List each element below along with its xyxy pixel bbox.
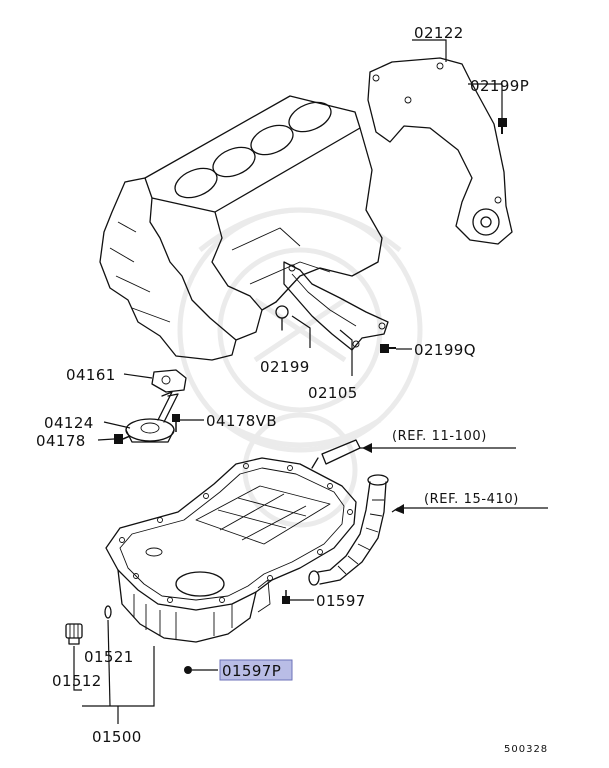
label-02122[interactable]: 02122 xyxy=(414,24,464,42)
oil-strainer xyxy=(125,391,179,443)
diagram-code: 500328 xyxy=(504,744,548,755)
bolt-02199Q xyxy=(380,344,396,353)
label-01521[interactable]: 01521 xyxy=(84,648,134,666)
label-01597[interactable]: 01597 xyxy=(316,592,366,610)
label-01512[interactable]: 01512 xyxy=(52,672,102,690)
bolt-04178 xyxy=(114,434,131,444)
leader-lines xyxy=(73,39,548,724)
label-02199Q[interactable]: 02199Q xyxy=(414,341,476,359)
bolt-01597 xyxy=(282,590,290,604)
end-plate xyxy=(367,57,513,245)
watermark-emblem xyxy=(177,207,423,528)
label-01597P[interactable]: 01597P xyxy=(222,662,281,680)
rear-plate-02105 xyxy=(283,261,389,351)
label-04161[interactable]: 04161 xyxy=(66,366,116,384)
label-04178VB[interactable]: 04178VB xyxy=(206,412,277,430)
arrow-ref-15-410 xyxy=(394,504,404,514)
label-04124[interactable]: 04124 xyxy=(44,414,94,432)
label-02105[interactable]: 02105 xyxy=(308,384,358,402)
oil-pan xyxy=(105,457,357,643)
drain-plug xyxy=(65,623,83,645)
bolt-01597P xyxy=(184,666,192,674)
label-ref-15-410[interactable]: (REF. 15-410) xyxy=(424,492,519,507)
bolt-04178VB xyxy=(172,414,180,432)
oil-return-pipe xyxy=(308,474,389,586)
oil-strainer-gasket xyxy=(151,369,187,393)
label-ref-11-100[interactable]: (REF. 11-100) xyxy=(392,429,487,444)
bolt-02199 xyxy=(275,305,289,331)
drain-plug-gasket xyxy=(104,605,112,619)
bolt-02199P xyxy=(498,118,507,134)
label-01500[interactable]: 01500 xyxy=(92,728,142,746)
label-02199[interactable]: 02199 xyxy=(260,358,310,376)
highlight-01597P xyxy=(219,659,293,681)
label-02199P[interactable]: 02199P xyxy=(470,77,529,95)
label-04178[interactable]: 04178 xyxy=(36,432,86,450)
arrow-ref-11-100 xyxy=(362,443,372,453)
engine-block xyxy=(99,95,383,361)
